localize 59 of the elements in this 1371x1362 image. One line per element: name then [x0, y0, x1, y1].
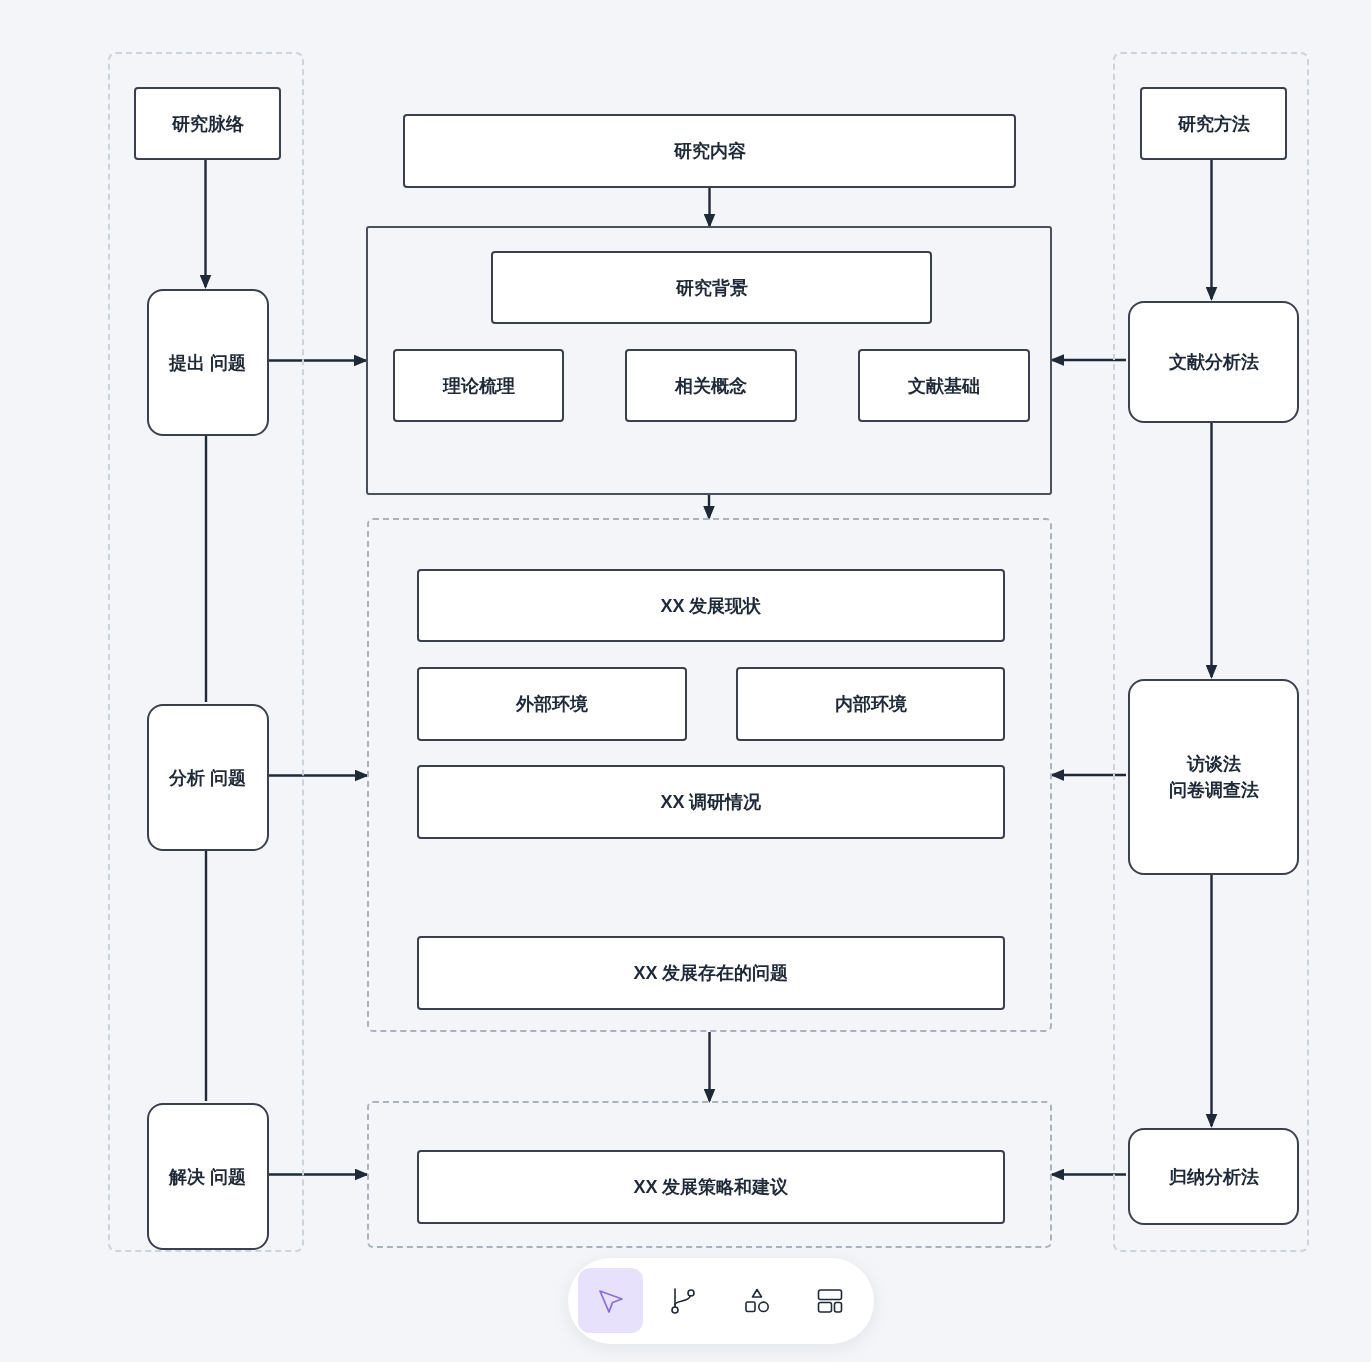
arrow — [267, 354, 367, 367]
node-label: 研究背景 — [675, 276, 748, 300]
process-box — [417, 765, 1005, 839]
process-box — [393, 349, 564, 422]
node-label: 研究内容 — [673, 140, 746, 163]
arrow — [1051, 354, 1126, 366]
connector-line — [204, 434, 208, 702]
arrow — [1205, 873, 1218, 1127]
rounded-box — [147, 704, 269, 851]
process-box — [625, 349, 797, 422]
arrow — [267, 769, 368, 782]
process-box — [736, 667, 1005, 741]
node-label: 相关概念 — [675, 374, 747, 398]
node-label: 分析 问题 — [169, 766, 247, 790]
process-box — [858, 349, 1030, 422]
node-label: XX 发展现状 — [660, 594, 762, 618]
rounded-box — [147, 1103, 269, 1250]
rounded-box — [1128, 301, 1299, 423]
arrow — [1205, 421, 1218, 678]
rounded-box — [1128, 679, 1299, 875]
arrow — [1205, 158, 1218, 300]
group-frame — [366, 226, 1052, 495]
dashed-group — [367, 518, 1052, 1032]
node-label: XX 调研情况 — [660, 791, 762, 814]
node-label: 归纳分析法 — [1168, 1165, 1259, 1189]
rounded-box — [147, 289, 269, 436]
arrow — [1051, 1168, 1126, 1181]
rounded-box — [1128, 1128, 1299, 1225]
node-label: 内部环境 — [834, 693, 907, 716]
node-label: 文献分析法 — [1168, 351, 1259, 374]
node-label: 解决 问题 — [169, 1165, 247, 1189]
node-label: 文献基础 — [908, 374, 980, 398]
node-label: XX 发展策略和建议 — [633, 1176, 789, 1199]
arrow — [703, 495, 715, 519]
process-box — [417, 936, 1005, 1010]
connector-line — [204, 849, 208, 1101]
node-label: 问卷调查法 — [1168, 779, 1259, 802]
node-label: 外部环境 — [516, 693, 588, 716]
node-label: XX 发展存在的问题 — [633, 962, 789, 985]
process-box — [491, 251, 932, 324]
process-box — [417, 569, 1005, 642]
node-label: 研究方法 — [1177, 112, 1250, 136]
arrow — [1051, 769, 1126, 781]
process-box — [403, 114, 1016, 188]
dashed-group — [108, 52, 304, 1252]
arrow — [267, 1168, 368, 1181]
dashed-group — [367, 1101, 1052, 1248]
arrow — [199, 158, 212, 288]
dashed-group — [1113, 52, 1309, 1252]
process-box — [1140, 87, 1287, 160]
process-box — [417, 1150, 1005, 1224]
node-label: 研究脉络 — [171, 112, 244, 136]
process-box — [417, 667, 687, 741]
node-label: 理论梳理 — [442, 374, 515, 398]
node-label: 提出 问题 — [169, 351, 247, 375]
process-box — [134, 87, 281, 160]
arrow — [703, 188, 716, 227]
node-label: 访谈法 — [1186, 753, 1241, 776]
arrow — [703, 1032, 716, 1102]
